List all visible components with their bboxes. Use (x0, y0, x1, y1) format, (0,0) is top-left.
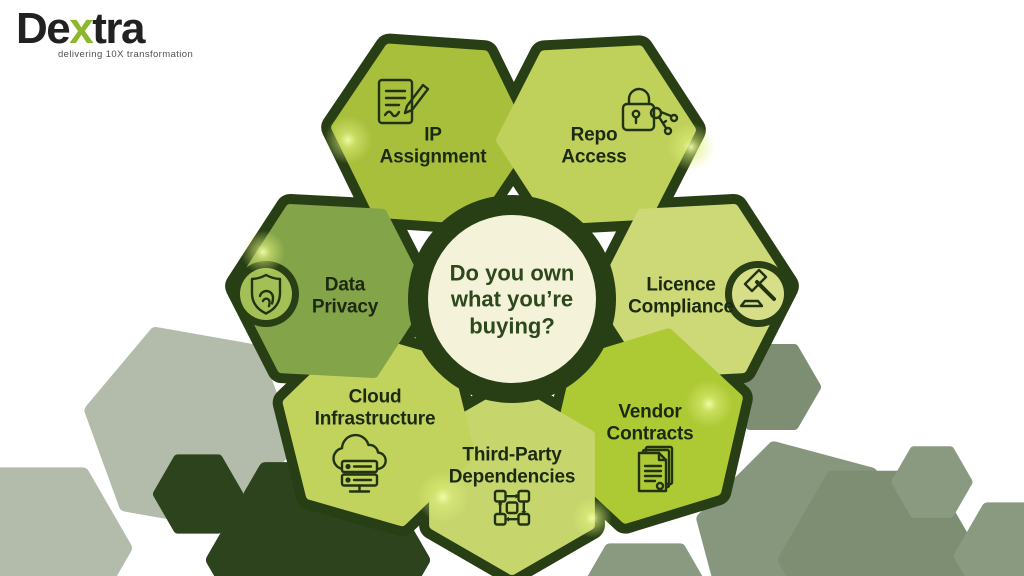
sparkle (572, 498, 612, 538)
center-circle (428, 215, 596, 383)
dextra-logo: Dextra delivering 10X transformation (16, 4, 194, 61)
background-hexagons (0, 327, 1024, 576)
logo-part-end: tra (92, 4, 145, 53)
petal-label-licence-compliance: Licence Compliance (628, 274, 734, 317)
shield-fingerprint-icon (250, 273, 282, 315)
licence-disc (732, 268, 784, 320)
dependency-graph-icon (493, 489, 531, 526)
petal-label-data-privacy: Data Privacy (311, 274, 379, 317)
bg-hexagon-gray-bottom-mid (587, 543, 703, 576)
petal-label-cloud-infrastructure: Cloud Infrastructure (314, 386, 436, 429)
document-signature-icon (377, 78, 430, 125)
sparkle (417, 471, 469, 523)
sparkle (324, 116, 372, 164)
cloud-server-icon (332, 433, 387, 493)
sparkle (667, 123, 715, 171)
sparkle (685, 380, 733, 428)
bg-hexagon-gray-corner (954, 502, 1024, 576)
petal-label-vendor-contracts: Vendor Contracts (606, 401, 694, 444)
petal-label-ip-assignment: IP Assignment (379, 124, 487, 167)
bg-hexagon-sage-corner (0, 467, 132, 576)
glow-sparkles (241, 116, 733, 538)
gavel-icon (739, 268, 776, 308)
logo-tagline: delivering 10X transformation (58, 49, 194, 61)
bg-hexagon-gray-small-2 (891, 446, 973, 518)
logo-wordmark: Dextra (16, 4, 193, 53)
logo-part-start: De (16, 4, 71, 53)
center-question: Do you own what you’re buying? (449, 260, 575, 339)
petal-label-third-party-dependencies: Third-Party Dependencies (448, 444, 576, 487)
petal-label-repo-access: Repo Access (561, 124, 627, 167)
bg-hexagon-dark-small (153, 454, 243, 534)
logo-part-accent: x (69, 4, 93, 53)
stacked-documents-icon (637, 445, 674, 493)
padlock-keys-icon (621, 87, 679, 136)
sparkle (241, 230, 285, 274)
